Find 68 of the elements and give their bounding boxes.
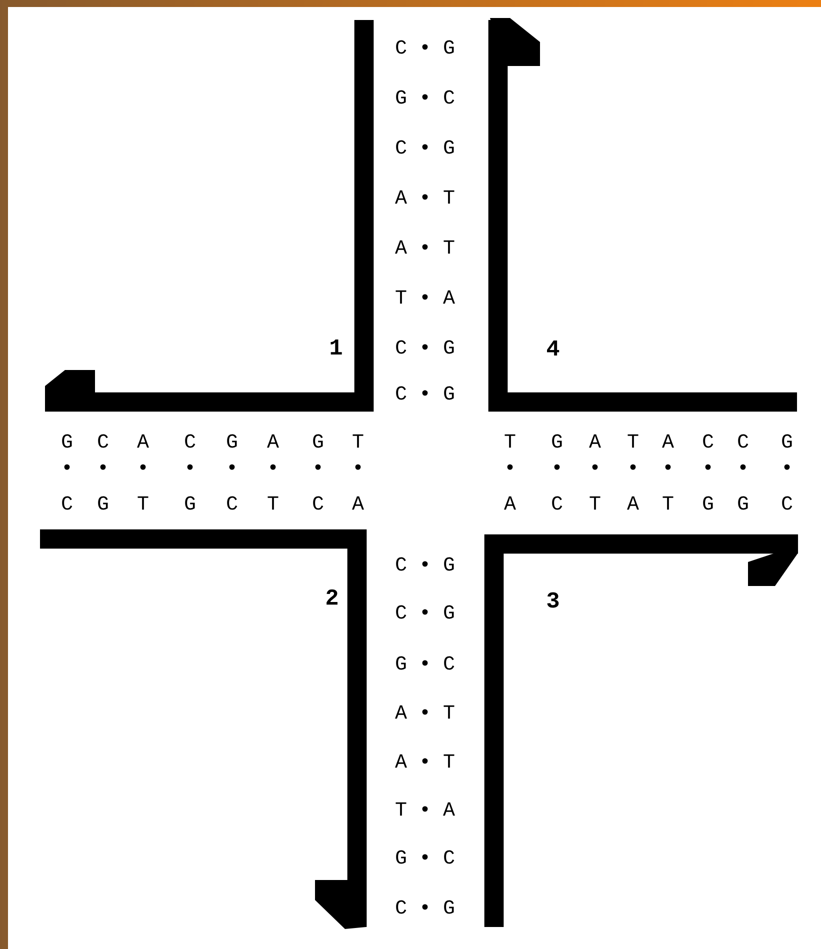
- strand-number: 4: [547, 340, 560, 356]
- pair-dot: •: [229, 464, 235, 470]
- base-pair: A • T: [395, 240, 454, 254]
- base-letter: G: [227, 434, 237, 448]
- base-letter: C: [98, 434, 108, 448]
- base-letter: T: [268, 496, 278, 510]
- base-pair: C • G: [396, 386, 454, 400]
- pair-dot: •: [740, 464, 746, 470]
- base-pair: A • T: [395, 705, 454, 719]
- base-pair: G • C: [396, 850, 454, 864]
- base-pair: C • G: [396, 340, 454, 354]
- base-letter: G: [552, 434, 562, 448]
- pair-dot: •: [507, 464, 513, 470]
- base-letter: C: [782, 496, 792, 510]
- base-pair: A • T: [395, 190, 454, 204]
- pair-dot: •: [665, 464, 671, 470]
- base-pair: C • G: [396, 40, 454, 54]
- base-letter: A: [627, 496, 639, 510]
- base-letter: G: [185, 496, 195, 510]
- base-pair: T • A: [396, 802, 455, 816]
- base-letter: C: [703, 434, 714, 448]
- base-letter: T: [628, 434, 638, 448]
- base-pair: A • T: [395, 754, 454, 768]
- pair-dot: •: [100, 464, 106, 470]
- base-letter: C: [738, 434, 748, 448]
- base-pair: C • G: [396, 140, 454, 154]
- strand-number: 3: [547, 592, 559, 608]
- base-letter: A: [589, 434, 601, 448]
- base-letter: A: [267, 434, 279, 448]
- pair-dot: •: [784, 464, 790, 470]
- base-pair: G • C: [396, 90, 454, 104]
- pair-dot: •: [592, 464, 598, 470]
- strand-number: 1: [330, 340, 342, 354]
- strand-number: 2: [326, 589, 338, 605]
- base-letter: C: [185, 434, 196, 448]
- base-letter: C: [552, 496, 562, 510]
- pair-dot: •: [554, 464, 560, 470]
- base-letter: C: [313, 496, 324, 510]
- pair-dot: •: [355, 464, 361, 470]
- base-letter: G: [313, 434, 323, 448]
- pair-dot: •: [630, 464, 636, 470]
- base-letter: T: [504, 434, 516, 448]
- base-letter: G: [62, 434, 72, 448]
- base-letter: A: [352, 496, 364, 510]
- pair-dot: •: [140, 464, 146, 470]
- base-letter: G: [703, 496, 713, 510]
- base-letter: T: [352, 434, 364, 448]
- base-letter: A: [137, 434, 149, 448]
- base-letter: C: [227, 496, 238, 510]
- base-letter: T: [662, 496, 674, 510]
- base-letter: G: [782, 434, 792, 448]
- base-pair: C • G: [396, 605, 454, 619]
- base-letter: A: [504, 496, 516, 510]
- base-letter: A: [662, 434, 674, 448]
- base-letter: G: [98, 496, 108, 510]
- pair-dot: •: [187, 464, 193, 470]
- base-pair: C • G: [396, 557, 454, 571]
- base-pair: C • G: [396, 900, 454, 914]
- pair-dot: •: [64, 464, 70, 470]
- base-letter: G: [738, 496, 748, 510]
- pair-dot: •: [705, 464, 711, 470]
- base-letter: C: [62, 496, 72, 510]
- pair-dot: •: [315, 464, 321, 470]
- pair-dot: •: [270, 464, 276, 470]
- base-pair: T • A: [396, 290, 455, 304]
- base-letter: T: [590, 496, 600, 510]
- base-pair: G • C: [396, 656, 454, 670]
- base-letter: T: [138, 496, 148, 510]
